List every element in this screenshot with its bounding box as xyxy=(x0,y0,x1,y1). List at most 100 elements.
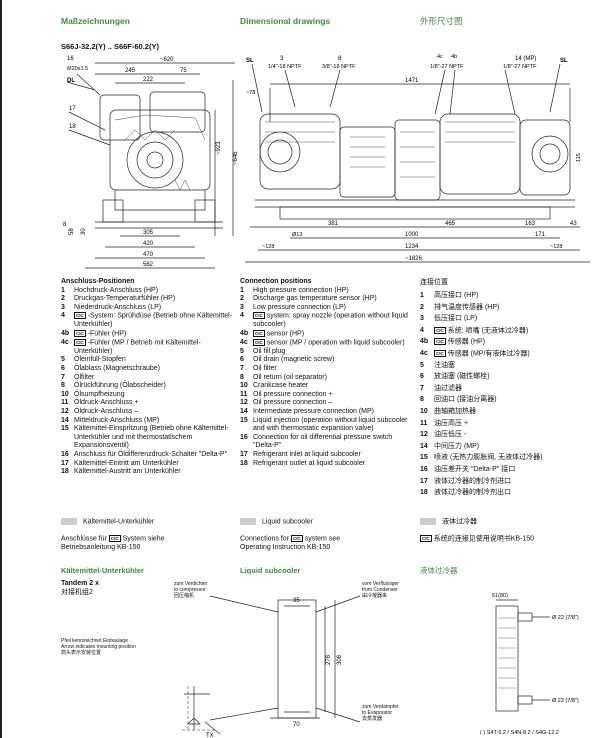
list-item-text: 排气温度传感器 (HP) xyxy=(434,303,500,311)
list-item-number: 17 xyxy=(61,459,69,467)
dim-port-14: 14 (MP) xyxy=(515,56,536,62)
cic-logo: CIC xyxy=(434,338,446,346)
cic-logo: CIC xyxy=(434,326,446,334)
list-item: 14 Mitteldruck-Anschluss (MP) xyxy=(61,417,233,426)
left-margin-bar xyxy=(0,0,2,738)
subcooler-models: ( ) S4T-5.2 / S4N-8.2 / S4G-12.2 xyxy=(480,730,559,736)
subcooler-header-de: Kältemittel-Unterkühler xyxy=(61,566,144,575)
list-item-text: 回油口 (接油分离器) xyxy=(434,396,497,404)
cic-logo: CIC xyxy=(253,338,265,346)
list-item-number: 3 xyxy=(240,303,244,311)
list-item: 14 中间压力 (MP) xyxy=(420,441,600,453)
dim-420: 420 xyxy=(143,241,154,247)
dim-381: 381 xyxy=(328,221,339,227)
tx-label: TX xyxy=(206,733,214,738)
dim-646: ~646 xyxy=(233,151,239,165)
list-item-number: 4c xyxy=(420,350,428,358)
header-en: Dimensional drawings xyxy=(240,16,331,26)
list-item-text: 中间压力 (MP) xyxy=(434,442,480,450)
list-item-text: 高压接口 (HP) xyxy=(434,292,479,300)
dim-30: 30 xyxy=(81,228,87,235)
from-condenser-label: vom Verflüssiger from Condenser 由冷凝器来 xyxy=(362,581,399,599)
list-item-text: High pressure connection (HP) xyxy=(253,286,349,294)
list-item-text: CIC -Fühler (MP / Betrieb mit Kältemitte… xyxy=(74,338,201,355)
list-item-text: CIC -System: Sprühdüse (Betrieb ohne Käl… xyxy=(74,312,233,329)
cic-logo: CIC xyxy=(434,349,446,357)
dim-620: ~620 xyxy=(160,57,174,63)
list-item-number: 14 xyxy=(61,416,69,424)
list-item-text: 注油塞 xyxy=(434,361,455,369)
list-item: 14 Intermediate pressure connection (MP) xyxy=(240,408,412,417)
dim-562: 562 xyxy=(143,262,154,268)
cic-logo: CIC xyxy=(74,312,86,320)
list-item-text: Hochdruck-Anschluss (HP) xyxy=(74,286,159,294)
list-item-text: CIC sensor (HP) xyxy=(253,329,305,338)
list-item-text: CIC 传感器 (HP) xyxy=(434,338,486,346)
list-item-number: 3 xyxy=(420,315,424,323)
list-item-number: 2 xyxy=(61,295,65,303)
list-item-number: 16 xyxy=(240,433,248,441)
list-item-number: 1 xyxy=(420,292,424,300)
dim-163: 163 xyxy=(525,221,536,227)
dim-port-4b: 4b xyxy=(451,54,457,60)
subcooler-swatch xyxy=(61,518,77,525)
dim-port-3-thread: 1/4"-18 NPTF xyxy=(268,64,302,70)
list-item-number: 11 xyxy=(240,390,248,398)
dim-171: 171 xyxy=(535,232,546,238)
list-item-number: 14 xyxy=(240,407,248,415)
dim-13: Ø13 xyxy=(292,232,302,238)
list-item-number: 16 xyxy=(420,466,428,473)
list-item-number: 17 xyxy=(240,450,248,458)
list-item-number: 15 xyxy=(240,416,248,424)
list-item-number: 5 xyxy=(240,347,244,355)
list-item-text: Druckgas-Temperaturfühler (HP) xyxy=(74,295,176,303)
dim-470: 470 xyxy=(143,252,154,258)
dim-port-8-thread: 3/8"-18 NPTF xyxy=(322,64,356,70)
cic-logo: CIC xyxy=(253,329,265,337)
list-item-number: 10 xyxy=(240,382,248,390)
to-evaporator-label: zum Verdampfer to Evaporator 去蒸发器 xyxy=(362,704,399,722)
list-item-number: 18 xyxy=(420,489,428,497)
dim-923: ~923 xyxy=(216,141,222,155)
list-item-text: Discharge gas temperature sensor (HP) xyxy=(253,295,377,303)
dim-465: 465 xyxy=(445,221,456,227)
dim-18: 18 xyxy=(69,124,76,130)
list-item-number: 7 xyxy=(420,384,424,392)
list-item-number: 17 xyxy=(420,477,428,485)
dim-sl-left: SL xyxy=(246,58,254,64)
dim-308: 308 xyxy=(337,654,343,665)
list-item-number: 14 xyxy=(420,442,428,450)
list-item-number: 3 xyxy=(61,303,65,311)
list-item-text: Kältemittel-Eintritt am Unterkühler xyxy=(74,459,179,467)
compressor-front-view-drawing: 16 M20x1.5 DL 17 18 ~620 245 75 222 ~923… xyxy=(63,56,239,269)
list-item-text: Intermediate pressure connection (MP) xyxy=(253,407,374,415)
list-item-text: Niederdruck-Anschluss (LP) xyxy=(74,303,162,311)
list-item-text: Mitteldruck-Anschluss (MP) xyxy=(74,416,160,424)
dim-115: 115 xyxy=(576,153,582,162)
list-item-number: 7 xyxy=(240,364,244,372)
list-item: 4 CIC -System: Sprühdüse (Betrieb ohne Kä… xyxy=(61,312,233,330)
list-item-number: 4 xyxy=(61,312,65,320)
note-cn: CIC 系统的连接见使用说明书KB-150 xyxy=(420,535,535,543)
list-item-text: 放油塞 (磁性螺栓) xyxy=(434,373,490,381)
